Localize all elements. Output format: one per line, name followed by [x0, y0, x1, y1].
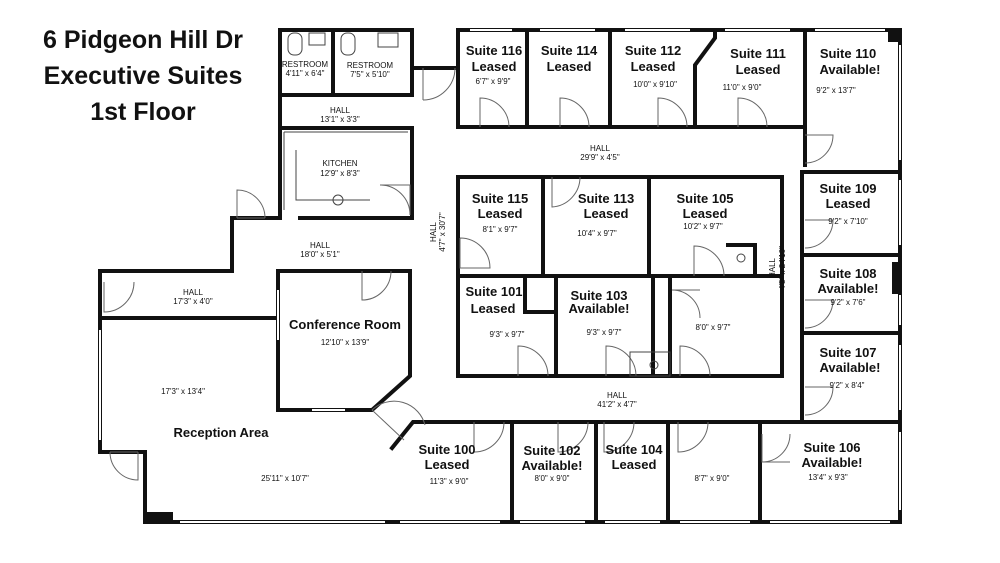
suite-115-dims: 8'1" x 9'7" [483, 225, 518, 234]
restroom-1-label: RESTROOM [282, 60, 329, 69]
hall-vert-right-label: HALL [768, 257, 777, 278]
suite-106-name: Suite 106 [803, 440, 860, 455]
suite-112-dims: 10'0" x 9'10" [633, 80, 677, 89]
suite-114-status: Leased [547, 59, 592, 74]
hall-top-label: HALL [330, 106, 351, 115]
suite-101-name: Suite 101 [465, 284, 522, 299]
suite-107-name: Suite 107 [819, 345, 876, 360]
hall-vert-left-dims: 4'7" x 30'7" [438, 212, 447, 252]
suite-106-dims: 13'4" x 9'3" [808, 473, 848, 482]
suite-105-dims: 10'2" x 9'7" [683, 222, 723, 231]
suite-112-status: Leased [631, 59, 676, 74]
sink-icon [308, 32, 326, 46]
hall-left-label: HALL [183, 288, 204, 297]
suite-103-name: Suite 103 [570, 288, 627, 303]
doors [103, 67, 834, 481]
reception-area-label: Reception Area [174, 425, 270, 440]
suite-103-status: Available! [569, 301, 630, 316]
room-labels: RESTROOM 4'11" x 6'4" RESTROOM 7'5" x 5'… [161, 60, 787, 483]
suite-116-name: Suite 116 [466, 43, 522, 58]
corner-column [888, 30, 900, 42]
suite-113-status: Leased [584, 206, 629, 221]
title-address: 6 Pidgeon Hill Dr [42, 26, 244, 54]
sink-icon [377, 32, 399, 48]
suite-unnamed-dims: 8'7" x 9'0" [695, 474, 730, 483]
suite-113-name: Suite 113 [578, 191, 634, 206]
suite-104-status: Leased [612, 457, 657, 472]
title-floor: 1st Floor [90, 98, 196, 126]
kitchen-sink-icon [332, 194, 344, 206]
sink-icon [649, 360, 659, 370]
hall-vert-left-label: HALL [429, 221, 438, 242]
windows [99, 29, 901, 523]
suite-100-name: Suite 100 [418, 442, 475, 457]
suite-111-dims: 11'0" x 9'0" [723, 83, 762, 92]
suite-100-status: Leased [425, 457, 470, 472]
suite-101-status: Leased [471, 301, 516, 316]
corner-column [143, 512, 173, 524]
suite-115-status: Leased [478, 206, 523, 221]
plan-title: 6 Pidgeon Hill Dr Executive Suites 1st F… [18, 22, 268, 130]
suite-104-name: Suite 104 [605, 442, 663, 457]
column [892, 262, 900, 294]
suite-103-dims: 9'3" x 9'7" [587, 328, 622, 337]
toilet-icon [287, 32, 303, 56]
suite-105-status: Leased [683, 206, 728, 221]
suite-116-dims: 6'7" x 9'9" [476, 77, 511, 86]
kitchen-counter-icon [283, 131, 408, 210]
suite-108-dims: 9'2" x 7'6" [831, 298, 866, 307]
suite-106-status: Available! [802, 455, 863, 470]
reception-dims-b: 25'11" x 10'7" [261, 474, 309, 483]
suite-112-name: Suite 112 [625, 43, 681, 58]
kitchen-label: KITCHEN [322, 159, 357, 168]
suite-107-status: Available! [820, 360, 881, 375]
suite-labels: Suite 116 Leased 6'7" x 9'9" Suite 114 L… [418, 43, 880, 486]
closet-icon [629, 351, 671, 377]
suite-113-dims: 10'4" x 9'7" [577, 229, 617, 238]
suite-101-dims: 9'3" x 9'7" [490, 330, 525, 339]
title-subtitle: Executive Suites [43, 62, 243, 90]
restroom-1-dims: 4'11" x 6'4" [286, 69, 325, 78]
restroom-2-label: RESTROOM [347, 61, 394, 70]
suite-109-status: Leased [826, 196, 871, 211]
hall-north-dims: 29'9" x 4'5" [580, 153, 620, 162]
restroom-2-dims: 7'5" x 5'10" [350, 70, 390, 79]
fixtures [283, 32, 746, 377]
suite-102-name: Suite 102 [523, 443, 580, 458]
hall-top-dims: 13'1" x 3'3" [320, 115, 360, 124]
hall-vert-right-dims: 4'5" x 24'10" [778, 246, 787, 290]
suite-105-name: Suite 105 [676, 191, 733, 206]
suite-108-status: Available! [818, 281, 879, 296]
hall-south-dims: 41'2" x 4'7" [597, 400, 637, 409]
sink-icon [736, 253, 746, 263]
suite-107-dims: 9'2" x 8'4" [830, 381, 865, 390]
hall-left-dims: 17'3" x 4'0" [173, 297, 213, 306]
suite-115-name: Suite 115 [472, 191, 528, 206]
suite-110-status: Available! [820, 62, 881, 77]
suite-102-dims: 8'0" x 9'0" [535, 474, 570, 483]
closet-dims: 8'0" x 9'7" [696, 323, 731, 332]
suite-100-dims: 11'3" x 9'0" [430, 477, 469, 486]
suite-111-name: Suite 111 [730, 46, 786, 61]
toilet-icon [340, 32, 356, 56]
hall-south-label: HALL [607, 391, 628, 400]
hall-main-dims: 18'0" x 5'1" [300, 250, 340, 259]
reception-dims-a: 17'3" x 13'4" [161, 387, 205, 396]
suite-102-status: Available! [522, 458, 583, 473]
suite-110-name: Suite 110 [820, 46, 876, 61]
suite-108-name: Suite 108 [819, 266, 876, 281]
suite-116-status: Leased [472, 59, 517, 74]
kitchen-dims: 12'9" x 8'3" [320, 169, 360, 178]
suite-110-dims: 9'2" x 13'7" [816, 86, 856, 95]
hall-main-label: HALL [310, 241, 331, 250]
conference-room-label: Conference Room [289, 317, 401, 332]
suite-114-name: Suite 114 [541, 43, 598, 58]
suite-111-status: Leased [736, 62, 781, 77]
conference-room-dims: 12'10" x 13'9" [321, 338, 369, 347]
hall-north-label: HALL [590, 144, 611, 153]
suite-109-dims: 9'2" x 7'10" [828, 217, 868, 226]
suite-109-name: Suite 109 [819, 181, 876, 196]
